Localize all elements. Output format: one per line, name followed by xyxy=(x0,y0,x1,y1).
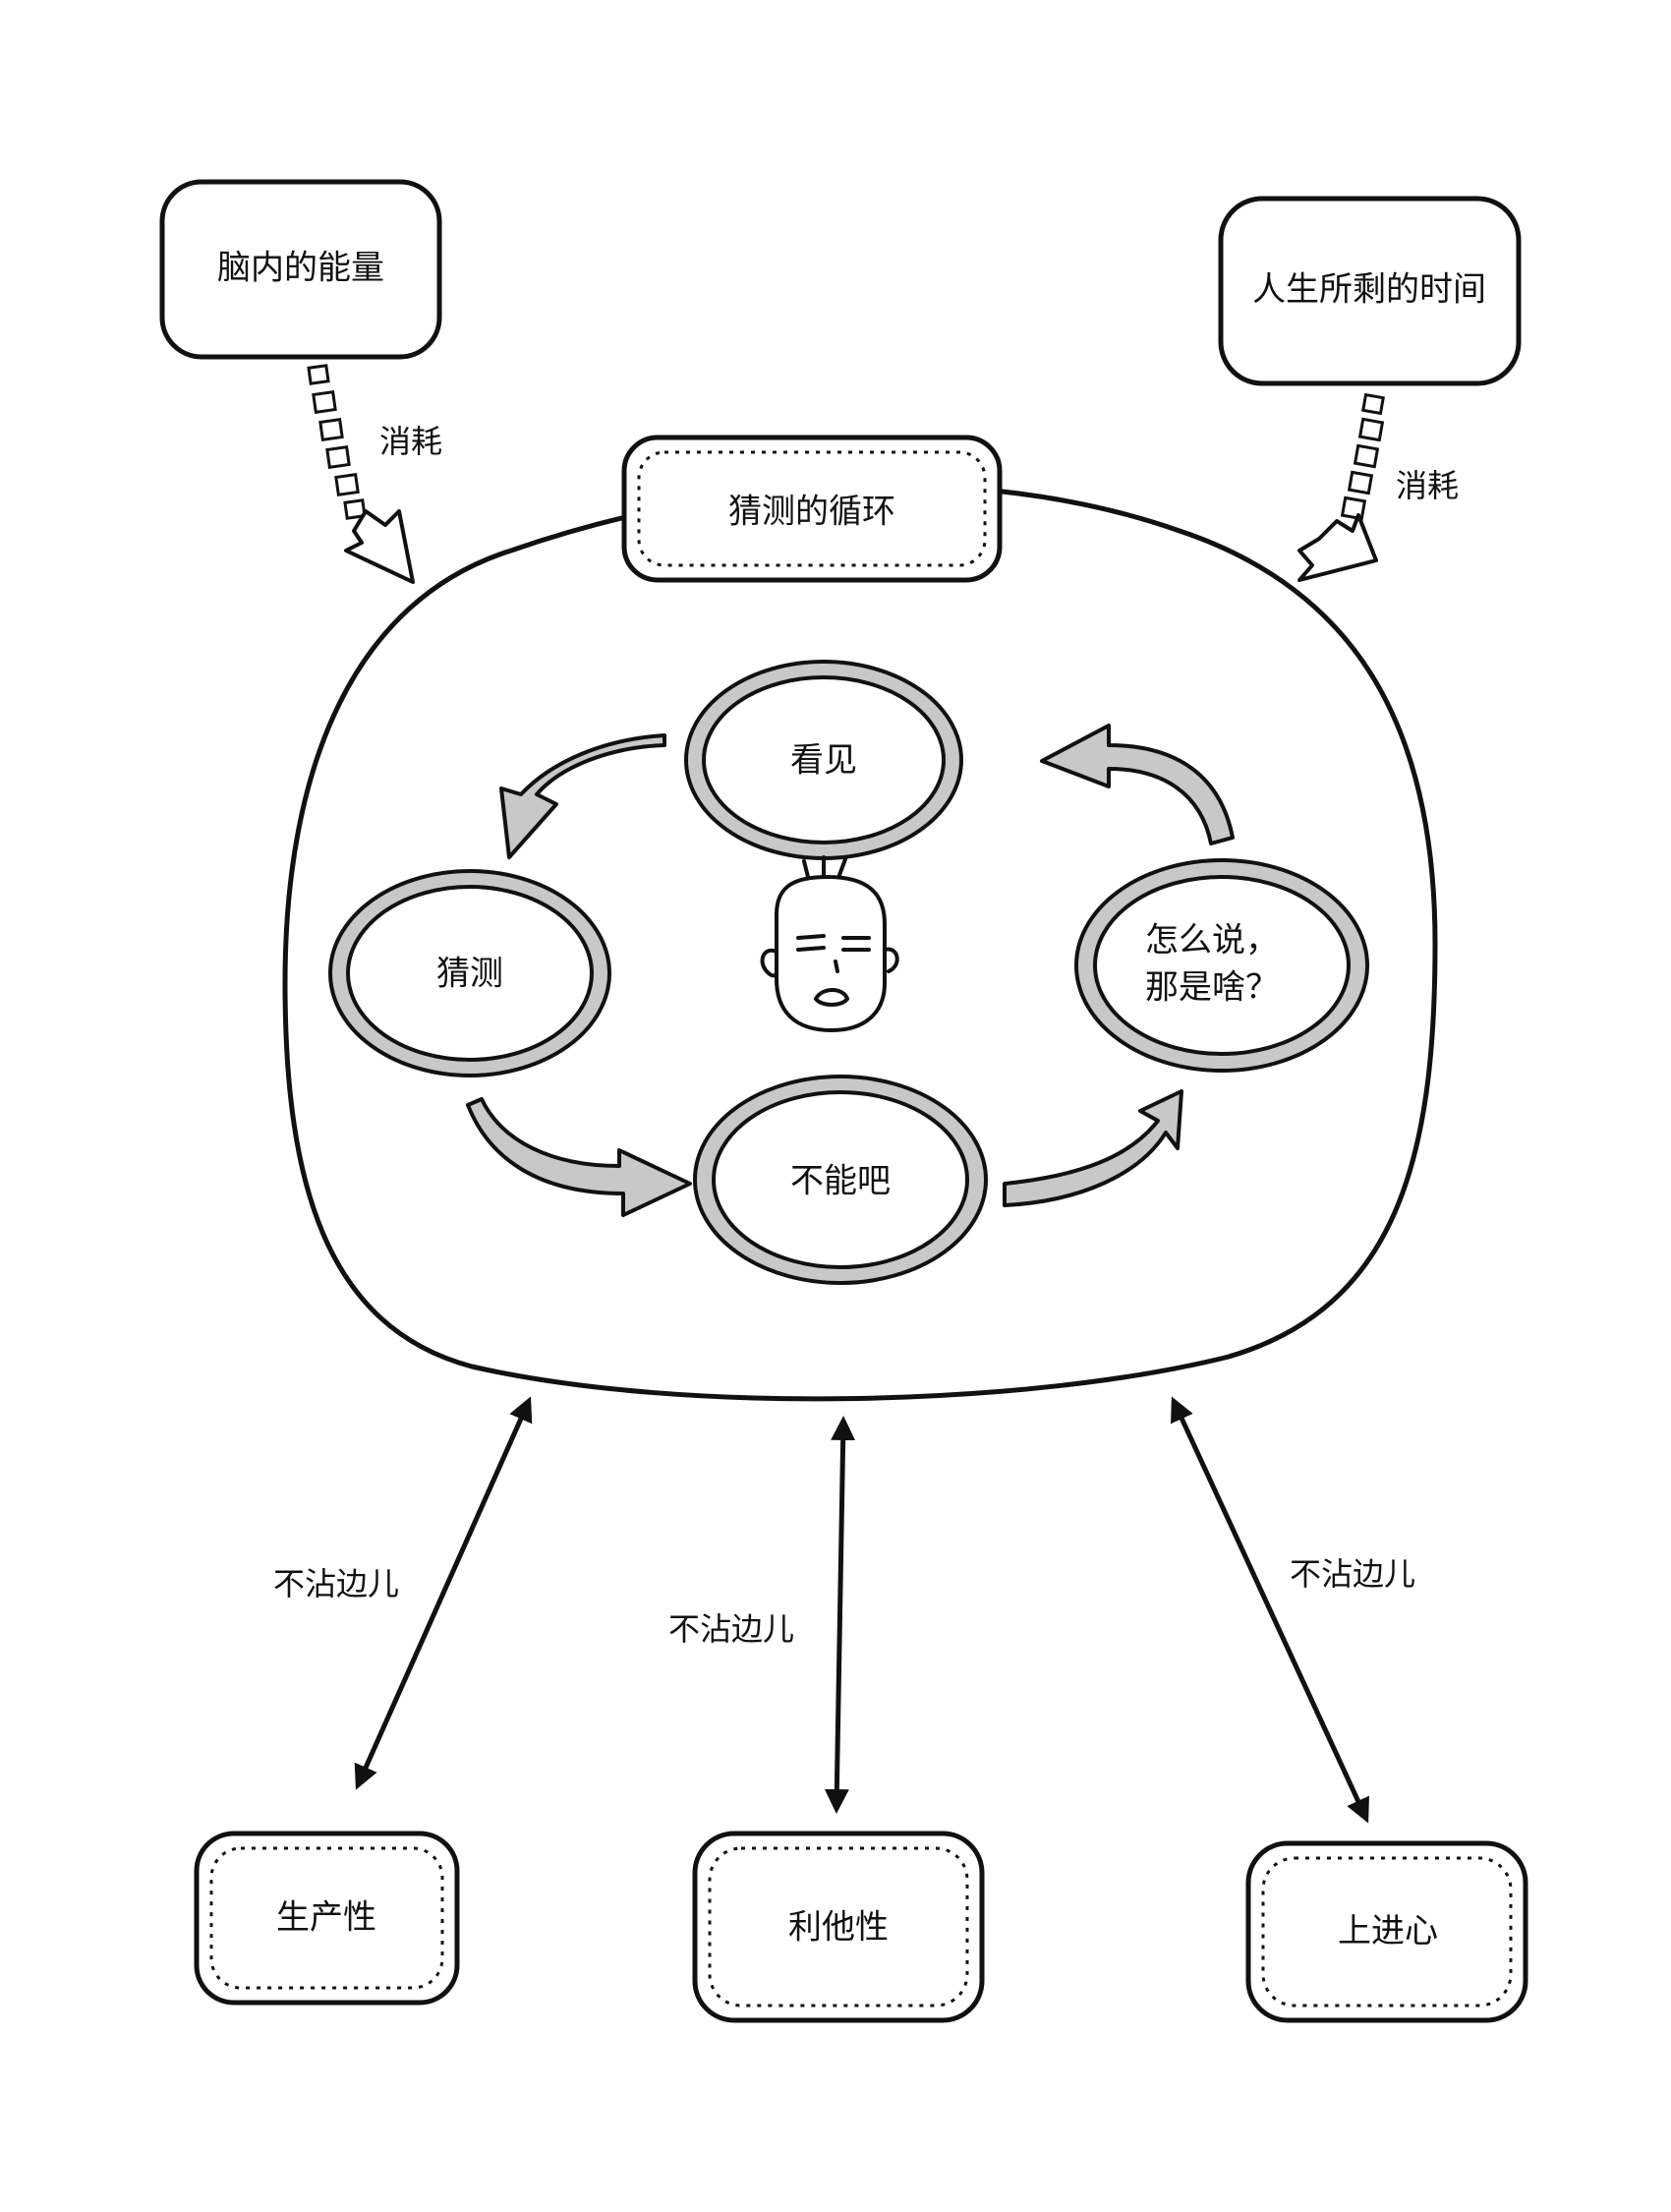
consume-label-right: 消耗 xyxy=(1396,467,1459,504)
node-what-is-that: 怎么说， 那是啥？ xyxy=(1074,858,1369,1073)
loop-title-box: 猜测的循环 xyxy=(621,435,1003,583)
cycle-arrow-impossible-to-what xyxy=(1003,1089,1183,1207)
outcome-altruism-label: 利他性 xyxy=(788,1908,889,1948)
cycle-arrow-what-to-see xyxy=(1040,724,1235,845)
outcome-productivity-label: 生产性 xyxy=(276,1898,376,1938)
consume-label-left: 消耗 xyxy=(379,423,442,460)
link-arrow-middle xyxy=(824,1416,856,1814)
brain-energy-label: 脑内的能量 xyxy=(217,249,384,288)
cycle-arrow-guess-to-impossible xyxy=(466,1097,692,1217)
outcome-box-productivity: 生产性 xyxy=(194,1831,460,2006)
link-arrow-right xyxy=(1171,1396,1369,1824)
outcome-box-altruism: 利他性 xyxy=(692,1831,985,2023)
link-arrow-left xyxy=(354,1396,533,1790)
node-see: 看见 xyxy=(684,660,963,860)
node-guess: 猜测 xyxy=(328,869,611,1077)
loop-title: 猜测的循环 xyxy=(728,493,895,532)
node-what-line1: 怎么说， xyxy=(1145,921,1279,960)
link-label-left: 不沾边儿 xyxy=(273,1565,399,1602)
remaining-time-box: 人生所剩的时间 xyxy=(1218,196,1522,386)
link-label-right: 不沾边儿 xyxy=(1290,1555,1415,1593)
consume-arrow-left xyxy=(307,364,415,584)
node-guess-label: 猜测 xyxy=(436,955,503,994)
node-what-line2: 那是啥？ xyxy=(1145,968,1279,1008)
cycle-arrow-see-to-guess xyxy=(499,733,666,859)
outcome-ambition-label: 上进心 xyxy=(1338,1912,1438,1951)
confused-face-icon xyxy=(760,855,899,1033)
link-label-middle: 不沾边儿 xyxy=(668,1610,794,1648)
remaining-time-label: 人生所剩的时间 xyxy=(1252,270,1486,310)
node-see-label: 看见 xyxy=(790,741,857,781)
outcome-box-ambition: 上进心 xyxy=(1245,1840,1528,2023)
consume-arrow-right xyxy=(1297,392,1385,582)
brain-energy-box: 脑内的能量 xyxy=(159,179,442,360)
node-impossible-label: 不能吧 xyxy=(790,1162,891,1201)
node-impossible: 不能吧 xyxy=(693,1075,988,1285)
